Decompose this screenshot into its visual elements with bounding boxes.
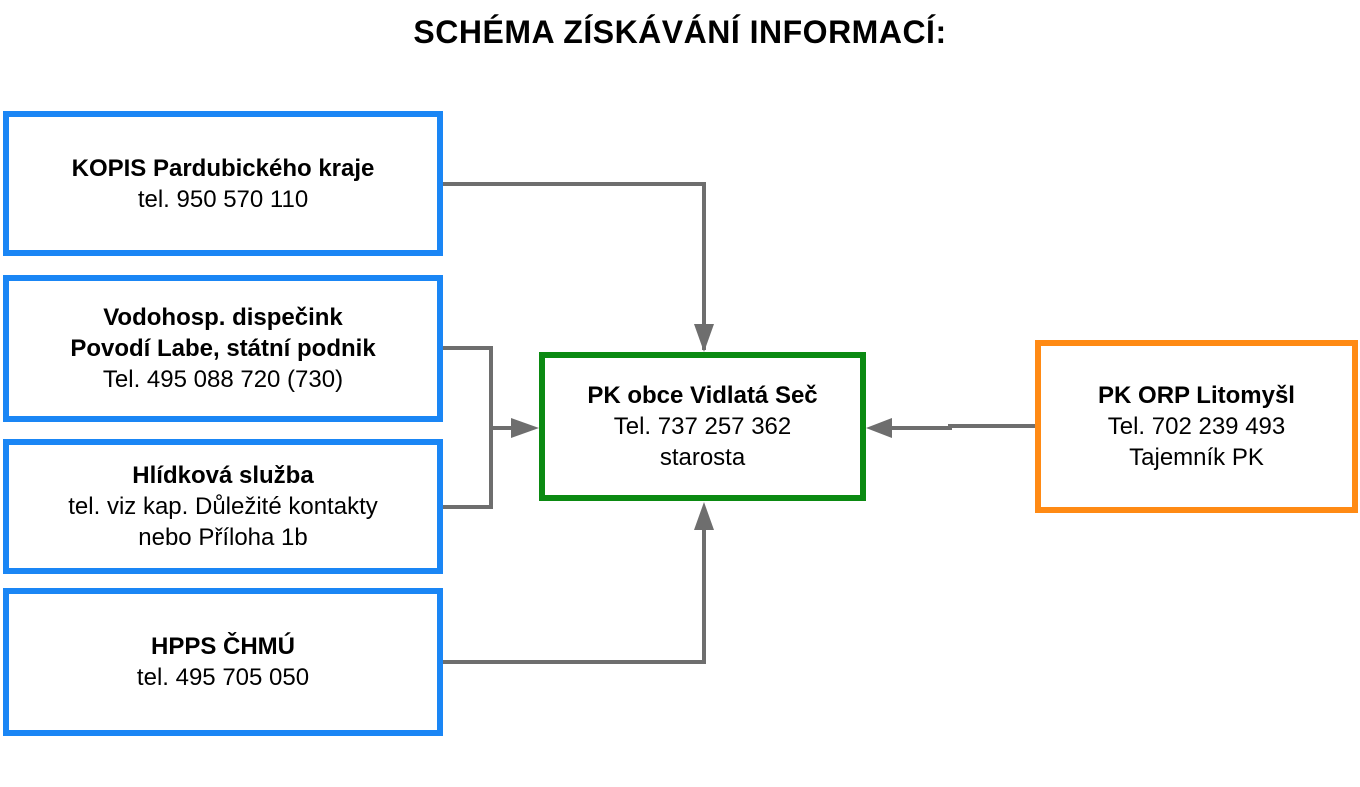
node-hpps: HPPS ČHMÚ tel. 495 705 050 bbox=[3, 588, 443, 736]
node-orp: PK ORP Litomyšl Tel. 702 239 493 Tajemní… bbox=[1035, 340, 1358, 513]
edge-hlidkova-center bbox=[443, 428, 493, 509]
node-orp-name: PK ORP Litomyšl bbox=[1098, 382, 1295, 409]
edge-orp-center bbox=[890, 424, 1035, 430]
arrowhead-hpps-center bbox=[694, 502, 714, 530]
node-center-name: PK obce Vidlatá Seč bbox=[587, 382, 818, 409]
node-hpps-name: HPPS ČHMÚ bbox=[150, 633, 295, 660]
node-center-phone: Tel. 737 257 362 bbox=[613, 413, 792, 440]
arrowhead-kopis-center bbox=[694, 324, 714, 352]
node-vodohosp-phone: Tel. 495 088 720 (730) bbox=[102, 366, 344, 393]
edge-vodohosp-center bbox=[443, 346, 493, 428]
node-kopis-name: KOPIS Pardubického kraje bbox=[71, 154, 375, 182]
node-hlidkova-name: Hlídková služba bbox=[132, 462, 314, 489]
diagram-title: SCHÉMA ZÍSKÁVÁNÍ INFORMACÍ: bbox=[413, 14, 947, 50]
node-hlidkova: Hlídková služba tel. viz kap. Důležité k… bbox=[3, 439, 443, 574]
node-vodohosp: Vodohosp. dispečink Povodí Labe, státní … bbox=[3, 275, 443, 422]
node-hlidkova-phone-line1: tel. viz kap. Důležité kontakty bbox=[68, 493, 378, 520]
node-kopis: KOPIS Pardubického kraje tel. 950 570 11… bbox=[3, 111, 443, 256]
node-orp-phone: Tel. 702 239 493 bbox=[1107, 413, 1286, 440]
node-center: PK obce Vidlatá Seč Tel. 737 257 362 sta… bbox=[539, 352, 866, 501]
node-hlidkova-phone-line2: nebo Příloha 1b bbox=[138, 524, 308, 551]
node-orp-role: Tajemník PK bbox=[1129, 444, 1264, 471]
node-vodohosp-name-line1: Vodohosp. dispečink bbox=[103, 304, 343, 331]
arrowhead-left-center bbox=[511, 418, 539, 438]
edge-kopis-center bbox=[443, 182, 706, 350]
node-center-role: starosta bbox=[659, 444, 746, 471]
edge-hpps-center bbox=[443, 528, 706, 664]
node-vodohosp-name-line2: Povodí Labe, státní podnik bbox=[70, 335, 376, 362]
node-kopis-phone: tel. 950 570 110 bbox=[137, 185, 309, 213]
node-hpps-phone: tel. 495 705 050 bbox=[136, 664, 310, 691]
arrowhead-orp-center bbox=[866, 418, 892, 438]
